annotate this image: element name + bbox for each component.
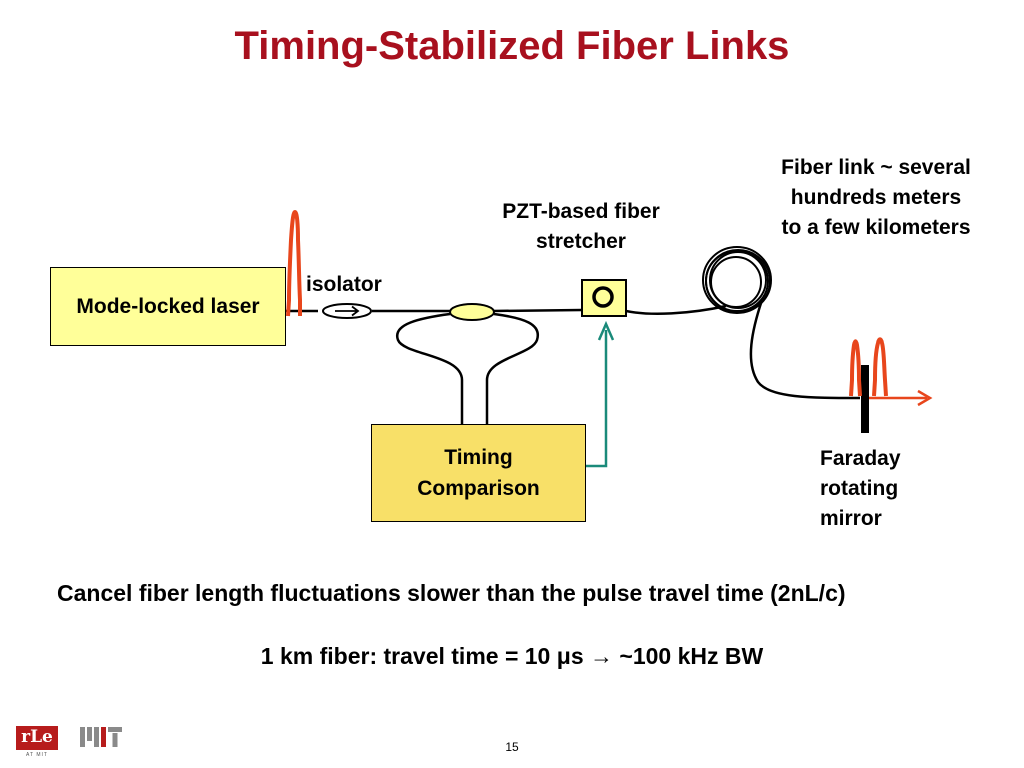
faraday-mirror-label-line1: Faraday xyxy=(820,447,901,470)
pzt-stretcher-label-line1: PZT-based fiber xyxy=(502,200,660,223)
timing-comparison-box: Timing Comparison xyxy=(371,424,586,522)
pzt-stretcher-label: PZT-based fiber stretcher xyxy=(476,197,686,257)
fiber-link-label: Fiber link ~ several hundreds meters to … xyxy=(754,153,998,243)
mit-logo xyxy=(80,727,122,747)
fiber-link-label-line1: Fiber link ~ several xyxy=(781,156,971,179)
pzt-stretcher-label-line2: stretcher xyxy=(536,230,626,253)
coupler-loop-fiber-2 xyxy=(485,312,540,424)
feedback-arrow-icon xyxy=(597,320,615,341)
timing-comparison-label-line1: Timing xyxy=(444,446,513,469)
note-bandwidth: 1 km fiber: travel time = 10 μs → ~100 k… xyxy=(260,643,764,669)
fiber-stretcher-to-spool xyxy=(625,304,727,315)
faraday-mirror-label: Faraday rotating mirror xyxy=(820,444,901,534)
fiber-coupler xyxy=(449,303,495,321)
page-number: 15 xyxy=(505,740,519,754)
fiber-link-label-line3: to a few kilometers xyxy=(781,216,971,239)
reflected-pulse-1 xyxy=(849,339,862,397)
faraday-mirror-label-line3: mirror xyxy=(820,507,882,530)
pzt-stretcher xyxy=(581,279,627,317)
pzt-coil-icon xyxy=(592,286,614,308)
isolator-arrow-icon xyxy=(335,305,360,317)
isolator-label: isolator xyxy=(306,273,382,296)
note-fluctuation-cancel: Cancel fiber length fluctuations slower … xyxy=(57,580,846,606)
slide-title: Timing-Stabilized Fiber Links xyxy=(234,24,790,68)
rle-logo: rLe xyxy=(16,726,58,750)
feedback-line xyxy=(584,330,608,468)
mode-locked-laser-label: Mode-locked laser xyxy=(76,295,260,318)
faraday-mirror xyxy=(861,365,869,433)
mode-locked-laser-box: Mode-locked laser xyxy=(50,267,286,346)
coupler-loop-fiber xyxy=(395,312,464,424)
fiber-spool-to-mirror xyxy=(749,299,861,400)
faraday-mirror-label-line2: rotating xyxy=(820,477,899,500)
rle-logo-subtitle: AT MIT xyxy=(26,752,48,758)
reflected-pulse-2 xyxy=(872,337,888,397)
fiber-spool-icon xyxy=(702,246,772,314)
fiber-coupler-to-stretcher xyxy=(491,308,583,313)
laser-output-pulse xyxy=(286,210,302,317)
output-arrow-icon xyxy=(917,389,933,407)
timing-comparison-label-line2: Comparison xyxy=(417,477,540,500)
fiber-link-label-line2: hundreds meters xyxy=(790,186,962,209)
